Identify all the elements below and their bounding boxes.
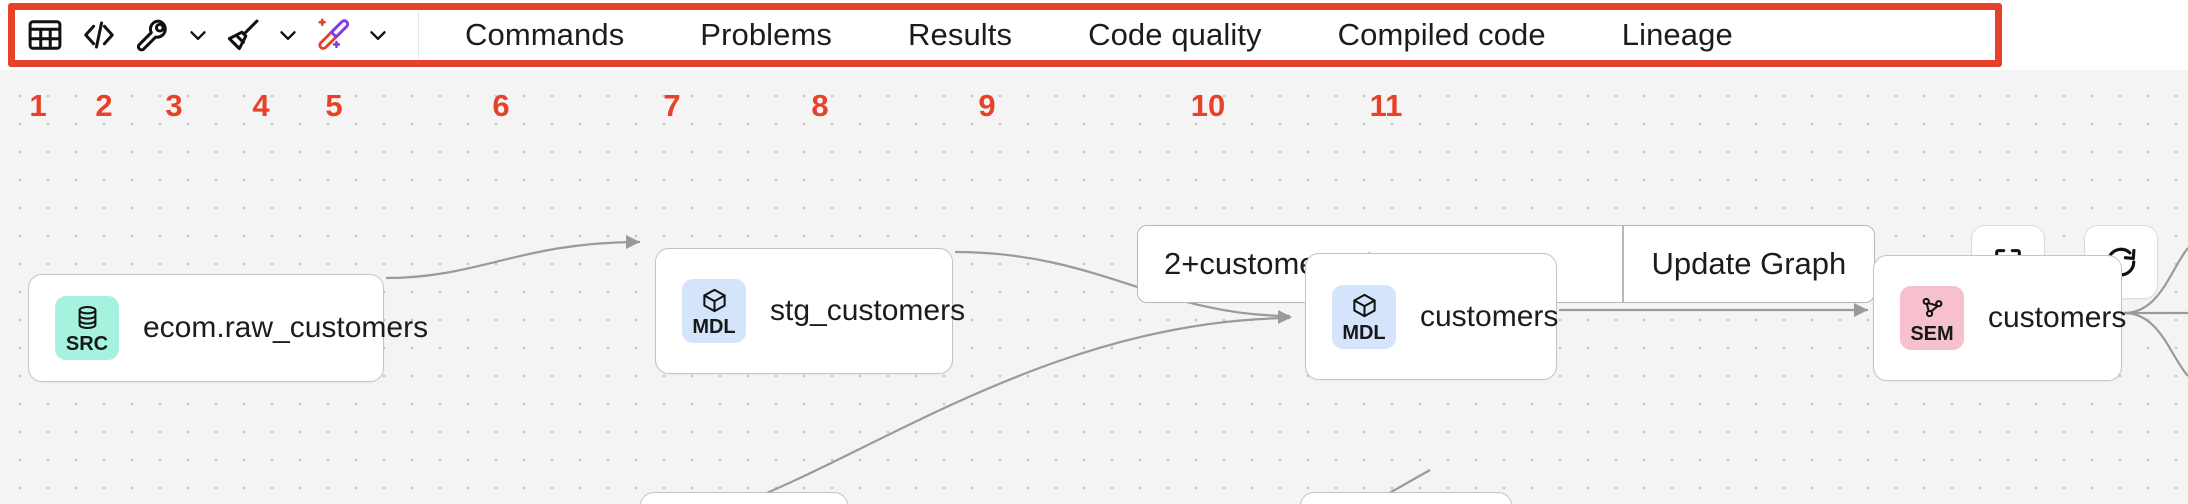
- annotation-number-8: 8: [811, 88, 829, 123]
- result-tabs: Commands Problems Results Code quality C…: [427, 5, 1771, 65]
- toolbar-divider: [418, 12, 419, 58]
- magic-wand-icon: [318, 18, 350, 50]
- tab-results[interactable]: Results: [908, 17, 1013, 52]
- node-label: customers: [1420, 299, 1559, 333]
- format-button[interactable]: [216, 9, 270, 61]
- tab-compiled-code[interactable]: Compiled code: [1337, 17, 1546, 52]
- tab-lineage[interactable]: Lineage: [1621, 17, 1733, 52]
- lineage-canvas[interactable]: Update Graph: [0, 70, 2188, 504]
- annotation-number-1: 1: [29, 88, 47, 123]
- node-badge-mdl: MDL: [1332, 284, 1396, 349]
- format-dropdown-caret[interactable]: [270, 9, 306, 61]
- broom-icon: [227, 19, 259, 51]
- node-badge-label: MDL: [692, 316, 736, 338]
- code-icon: [84, 21, 114, 49]
- partial-node[interactable]: [1300, 492, 1512, 504]
- lineage-node-ecom-raw-customers[interactable]: SRC ecom.raw_customers: [28, 274, 428, 382]
- tab-code-quality[interactable]: Code quality: [1088, 17, 1262, 52]
- partial-node[interactable]: [640, 492, 848, 504]
- lineage-node-stg-customers[interactable]: MDL stg_customers: [655, 248, 965, 374]
- chevron-down-icon: [190, 31, 206, 40]
- node-badge-mdl: MDL: [682, 279, 746, 343]
- node-badge-label: SEM: [1910, 323, 1954, 345]
- annotation-number-7: 7: [663, 88, 681, 123]
- cube-icon: [1351, 291, 1378, 321]
- chevron-down-icon: [280, 31, 296, 40]
- annotation-highlight-frame: [8, 3, 2002, 67]
- annotation-number-2: 2: [95, 88, 113, 123]
- node-badge-sem: SEM: [1900, 286, 1964, 350]
- network-icon: [1919, 292, 1946, 322]
- annotation-number-5: 5: [325, 88, 343, 123]
- annotation-number-6: 6: [492, 88, 510, 123]
- annotation-number-10: 10: [1190, 88, 1226, 123]
- lineage-node-customers-sem[interactable]: SEM customers: [1873, 255, 2126, 381]
- cube-icon: [701, 285, 728, 315]
- node-label: ecom.raw_customers: [143, 311, 429, 344]
- tab-commands[interactable]: Commands: [465, 17, 625, 52]
- wrench-icon: [136, 19, 167, 52]
- annotation-number-4: 4: [252, 88, 270, 123]
- code-button[interactable]: [72, 9, 126, 61]
- node-label: stg_customers: [770, 294, 966, 327]
- chevron-down-icon: [370, 31, 386, 40]
- ai-assist-button[interactable]: [306, 9, 360, 61]
- node-label: customers: [1988, 301, 2127, 334]
- table-icon: [28, 20, 62, 50]
- toolbar-icon-group: [0, 9, 427, 61]
- table-button[interactable]: [18, 9, 72, 61]
- control-divider: [1622, 226, 1624, 302]
- fix-dropdown-caret[interactable]: [180, 9, 216, 61]
- tab-problems[interactable]: Problems: [700, 17, 833, 52]
- annotation-number-9: 9: [978, 88, 996, 123]
- annotation-number-11: 11: [1369, 88, 1403, 123]
- update-graph-button[interactable]: Update Graph: [1624, 226, 1875, 302]
- lineage-node-customers-mdl[interactable]: MDL customers: [1305, 253, 1559, 380]
- fix-button[interactable]: [126, 9, 180, 61]
- database-icon: [74, 302, 101, 332]
- node-badge-label: SRC: [65, 333, 109, 355]
- node-badge-src: SRC: [55, 296, 119, 360]
- node-badge-label: MDL: [1342, 321, 1386, 344]
- ai-assist-dropdown-caret[interactable]: [360, 9, 396, 61]
- annotation-number-3: 3: [165, 88, 183, 123]
- editor-toolbar: Commands Problems Results Code quality C…: [0, 0, 2188, 70]
